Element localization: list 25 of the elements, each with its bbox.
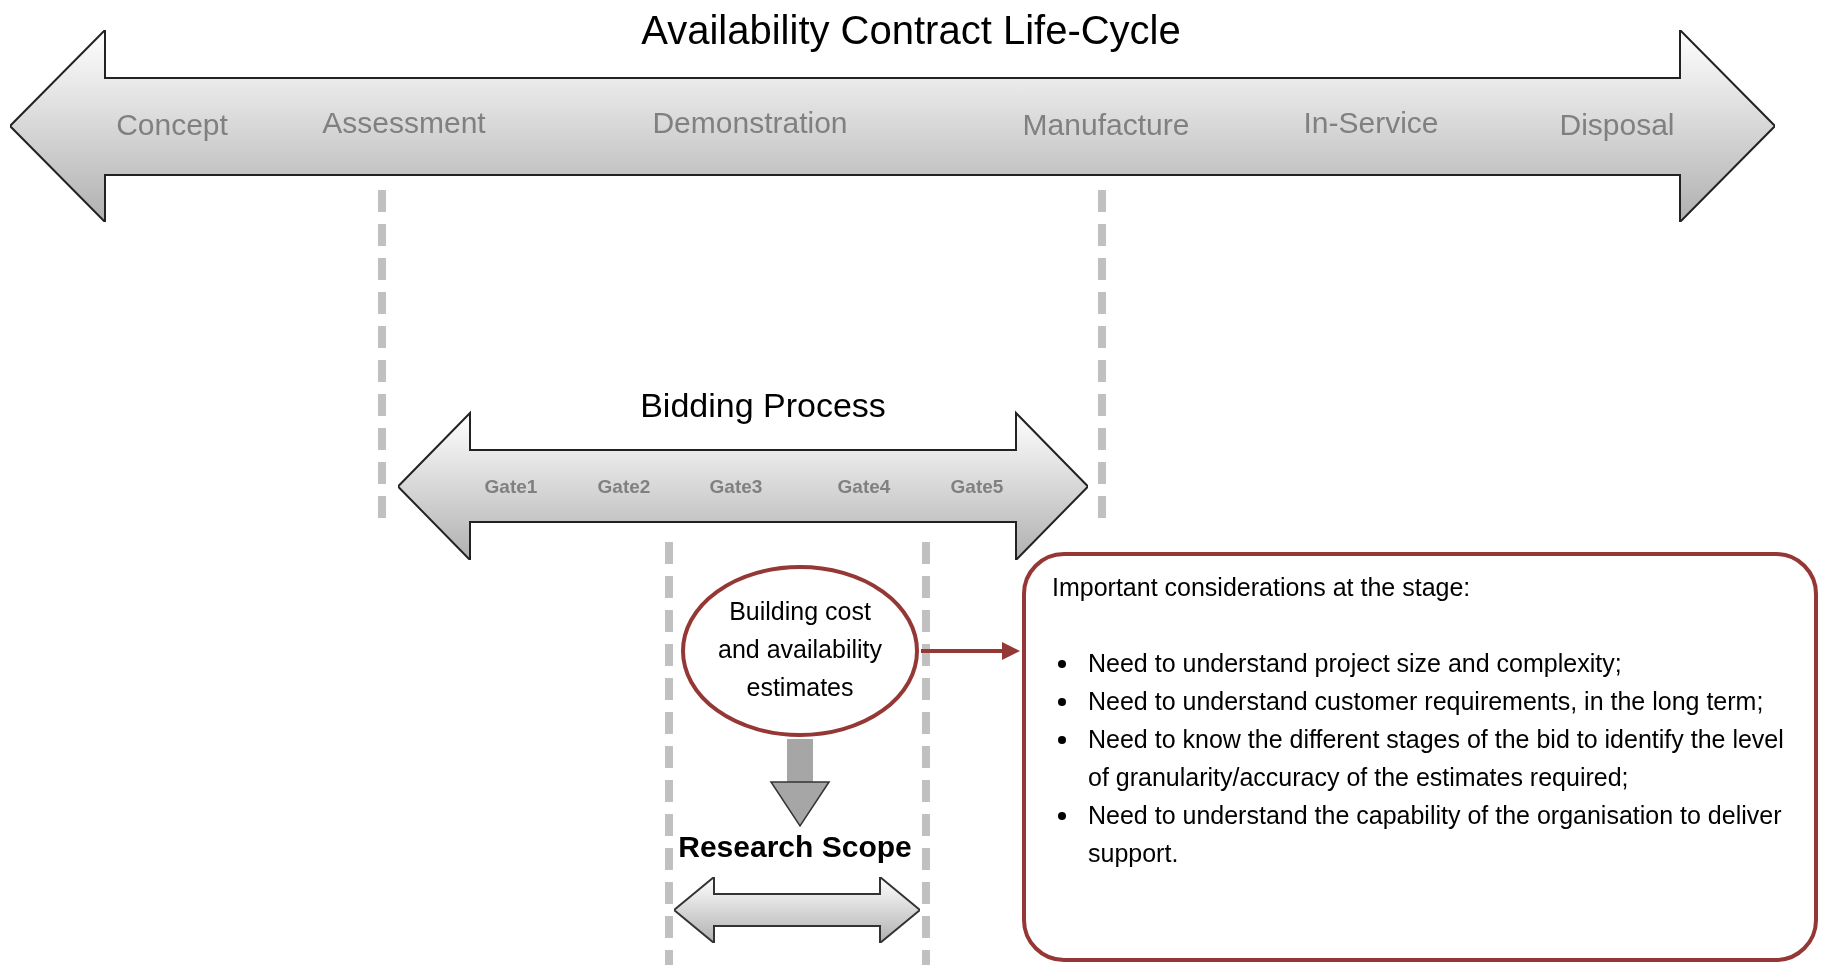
scope-label: Research Scope: [660, 826, 930, 868]
stage-label: Assessment: [322, 106, 486, 140]
arrow: [770, 739, 830, 827]
double-arrow-shape: [674, 877, 920, 943]
considerations-box: [1022, 552, 1818, 962]
band-heading: Bidding Process: [640, 385, 886, 425]
ellipse-text: Building cost and availability estimates: [717, 596, 883, 703]
gate-label: Gate1: [484, 476, 538, 498]
bullet-text: Need to understand the capability of the organisation to deliver support.: [1088, 801, 1782, 867]
bullet-text: Need to understand customer requirements, in the long term;: [1088, 687, 1764, 715]
stage-label: In-Service: [1303, 106, 1439, 140]
diagram-title: Availability Contract Life-Cycle: [641, 7, 1181, 53]
stage-label: Concept: [116, 108, 228, 142]
box-heading: Important considerations at the stage:: [1052, 572, 1471, 603]
bullet-text: Need to understand project size and complexity;: [1088, 649, 1622, 677]
stage-label: Manufacture: [1022, 108, 1190, 142]
arrow: [921, 642, 1020, 660]
stage-label: Demonstration: [652, 106, 848, 140]
estimate-ellipse: [680, 564, 920, 738]
stage-label: Disposal: [1559, 108, 1675, 142]
gate-label: Gate3: [709, 476, 763, 498]
gate-label: Gate4: [837, 476, 891, 498]
bullet-text: Need to know the different stages of the bid to identify the level of granularity/accuracy of the estimates required;: [1088, 725, 1784, 791]
gate-label: Gate5: [950, 476, 1004, 498]
gate-label: Gate2: [597, 476, 651, 498]
